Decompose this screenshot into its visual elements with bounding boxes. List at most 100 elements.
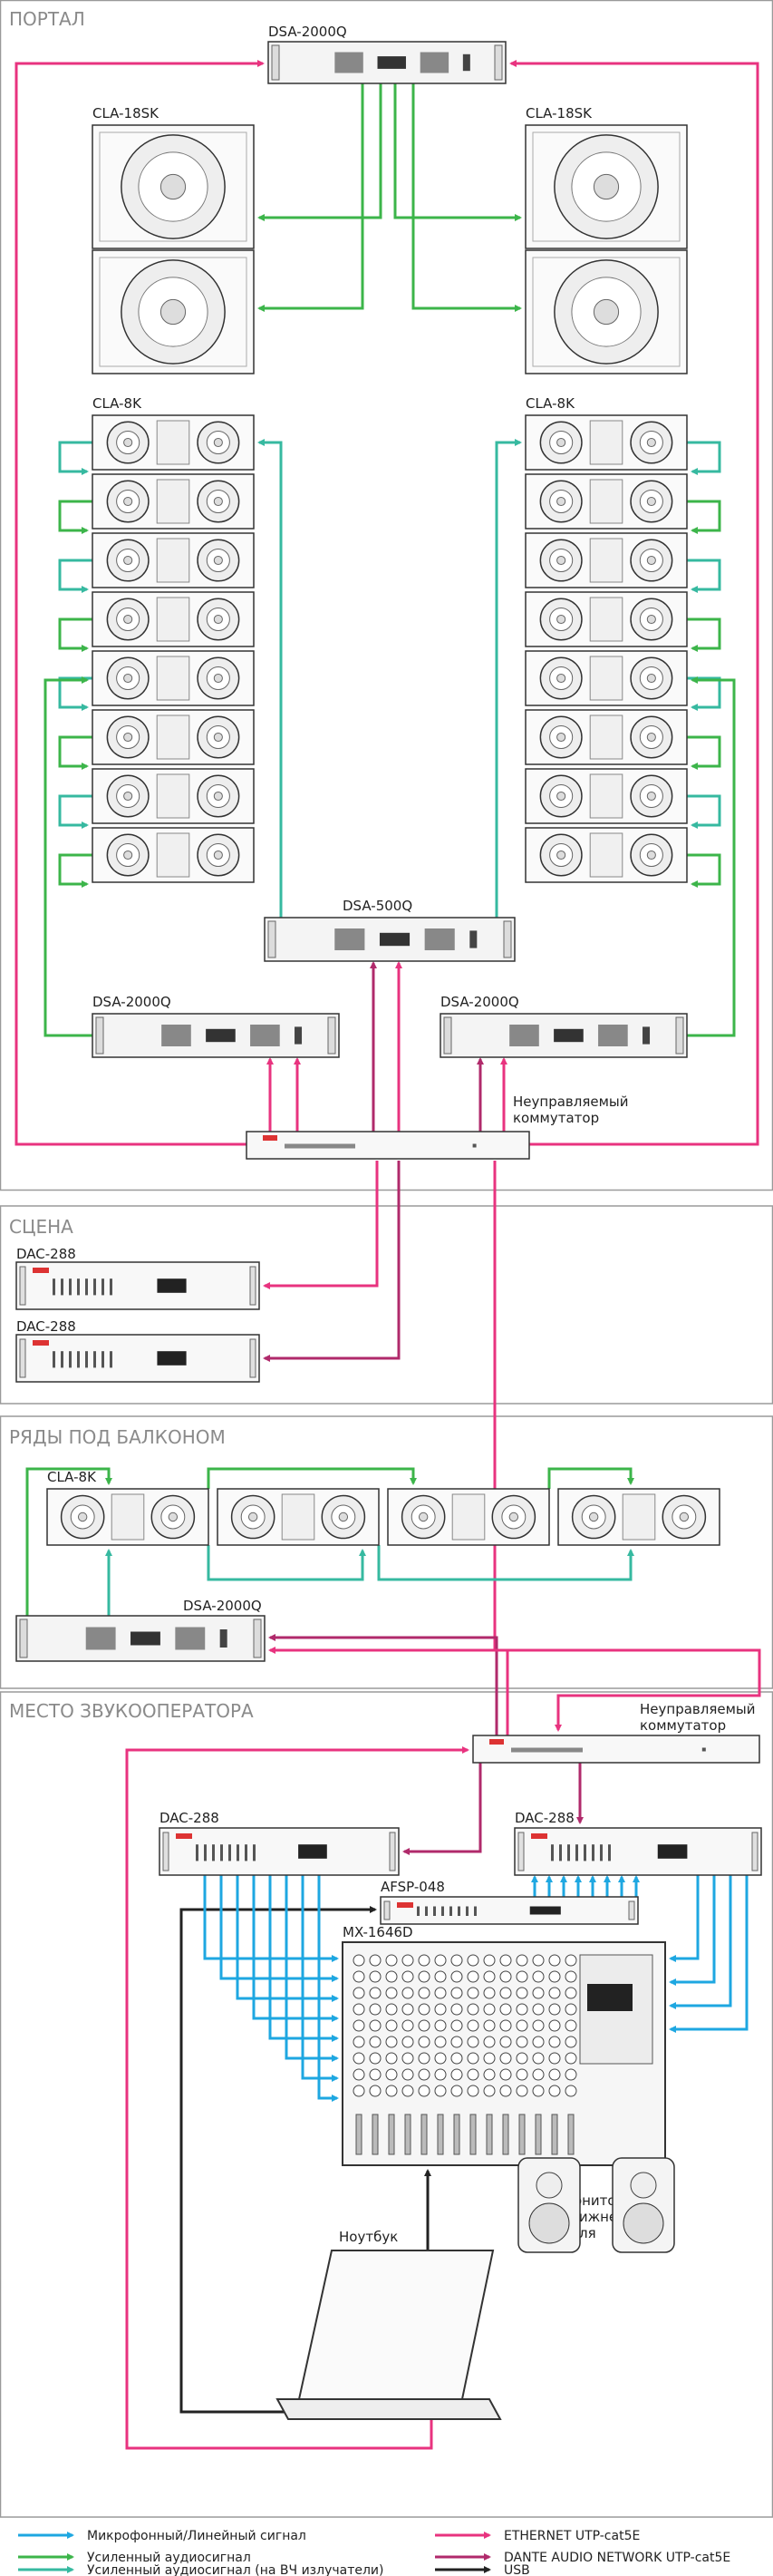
mixer-knob xyxy=(499,1954,512,1967)
label-cla8-left: CLA-8K xyxy=(92,395,142,412)
mixer-knob xyxy=(467,2019,479,2032)
mixer-knob xyxy=(565,2085,577,2097)
label-dac-stage1: DAC-288 xyxy=(16,1246,76,1262)
cla18-left-1-frame xyxy=(99,131,247,242)
dac-stage1-led xyxy=(110,1278,112,1296)
dac-stage2-led xyxy=(69,1351,72,1368)
eth-switch-to-dsa2000-top-right xyxy=(509,60,759,1146)
switch-portal xyxy=(246,1131,530,1160)
dsa500-grille-left xyxy=(334,928,365,950)
label-cla8-right: CLA-8K xyxy=(526,395,575,412)
mixer-knob xyxy=(483,1970,496,1983)
dsa500-handle-left xyxy=(267,920,276,958)
mixer-knob xyxy=(565,2019,577,2032)
switch-operator-led xyxy=(701,1747,706,1752)
dac-stage1-led xyxy=(93,1278,96,1296)
eth-operator-to-balcony-dsa xyxy=(268,1647,509,1735)
cla8-right-1-dust-cap-0 xyxy=(556,437,566,448)
cla8-right-link-4 xyxy=(687,617,721,652)
cla8-balcony-3 xyxy=(387,1488,550,1546)
mixer-knob xyxy=(532,2036,545,2048)
mixer-knob xyxy=(483,2036,496,2048)
dsa500-display xyxy=(379,932,411,947)
mixer-knob xyxy=(467,1987,479,1999)
mixer-knob xyxy=(450,1954,463,1967)
monitor-right-tweeter xyxy=(630,2172,657,2199)
mixer-knob xyxy=(548,2003,561,2016)
mixer-knob xyxy=(548,1987,561,1999)
mixer-knob xyxy=(483,2019,496,2032)
dsa2000-top-grille-left xyxy=(334,52,363,73)
mixer-knob xyxy=(418,1970,430,1983)
mixer-knob xyxy=(385,2052,398,2065)
legend-label-1: Микрофонный/Линейный сигнал xyxy=(87,2529,306,2543)
cla8-left-2 xyxy=(92,473,255,530)
cla8-balcony-4-horn xyxy=(622,1493,656,1541)
section-operator-title: МЕСТО ЗВУКООПЕРАТОРА xyxy=(9,1700,254,1722)
cla8-right-4-dust-cap-0 xyxy=(556,614,566,625)
label-dac-op-right: DAC-288 xyxy=(515,1810,575,1826)
dac-stage2-display xyxy=(157,1351,187,1366)
dac-stage2-led xyxy=(53,1351,55,1368)
mixer-knob xyxy=(516,2036,528,2048)
dsa500-power-switch xyxy=(469,930,478,948)
mixer-knob xyxy=(450,2003,463,2016)
mixer-knob xyxy=(467,2085,479,2097)
mixer-fader xyxy=(355,2114,362,2155)
cla8-left-6-dust-cap-0 xyxy=(123,732,133,743)
dac-stage1-led xyxy=(101,1278,104,1296)
switch-portal-logo xyxy=(263,1135,277,1141)
hf-balcony-link-3 xyxy=(377,1545,634,1581)
dsa2000-balcony-handle-right xyxy=(253,1619,262,1658)
cla8-right-link-8 xyxy=(687,853,721,888)
dante-operator-to-balcony-dsa xyxy=(268,1634,498,1735)
mixer-knob xyxy=(483,2068,496,2081)
mixer-knob xyxy=(434,1987,447,1999)
mixer-knob xyxy=(418,2003,430,2016)
label-dsa2000-left: DSA-2000Q xyxy=(92,994,171,1010)
dsa500 xyxy=(264,917,516,962)
mixer-knob xyxy=(401,1954,414,1967)
dsa2000-right xyxy=(440,1013,688,1058)
mixer-knob xyxy=(418,2068,430,2081)
cla18-right-1 xyxy=(525,124,688,249)
cla8-right-2-dust-cap-0 xyxy=(556,496,566,507)
mixer-knob xyxy=(418,1954,430,1967)
dac-op-right-body xyxy=(514,1827,762,1876)
cla8-left-link-5 xyxy=(58,676,92,711)
mixer-knob xyxy=(401,2003,414,2016)
mixer-knob xyxy=(369,2036,382,2048)
dsa2000-balcony-display xyxy=(130,1631,160,1646)
label-cla8-balcony: CLA-8K xyxy=(47,1469,97,1485)
dac-stage2-led xyxy=(110,1351,112,1368)
dsa2000-right-display xyxy=(554,1028,584,1043)
mixer-knob xyxy=(450,2019,463,2032)
dac-stage1-led xyxy=(69,1278,72,1296)
mixer-fader xyxy=(469,2114,477,2155)
dac-op-left-led xyxy=(196,1844,198,1862)
mixer-knob xyxy=(499,2068,512,2081)
dac-stage2-led xyxy=(77,1351,80,1368)
dac-op-left-led xyxy=(253,1844,256,1862)
cla8-right-3-horn xyxy=(589,538,623,583)
cla8-left-1-dust-cap-1 xyxy=(213,437,223,448)
mixer-knob xyxy=(418,2085,430,2097)
mixer-fader xyxy=(437,2114,444,2155)
cla8-right-3-dust-cap-1 xyxy=(646,555,656,566)
cla8-left-5-horn xyxy=(156,656,190,701)
monitor-left-woofer xyxy=(528,2202,570,2244)
afsp-048-led xyxy=(425,1906,428,1916)
switch-operator xyxy=(472,1735,760,1764)
dac-stage1-display xyxy=(157,1278,187,1293)
eth-switch-to-dac-stage1 xyxy=(263,1161,379,1289)
mixer-knob xyxy=(450,2036,463,2048)
amp-dsa-right-to-cla8-right xyxy=(687,676,736,1037)
eth-laptop-to-operator-switch xyxy=(125,1746,469,2450)
dac-stage2-body xyxy=(15,1334,260,1383)
cla8-right-1-horn xyxy=(589,420,623,465)
legend-label-2: Усиленный аудиосигнал xyxy=(87,2551,251,2565)
dac-stage2-led xyxy=(101,1351,104,1368)
dac-op-right-led xyxy=(584,1844,586,1862)
dac-op-left-body xyxy=(159,1827,400,1876)
